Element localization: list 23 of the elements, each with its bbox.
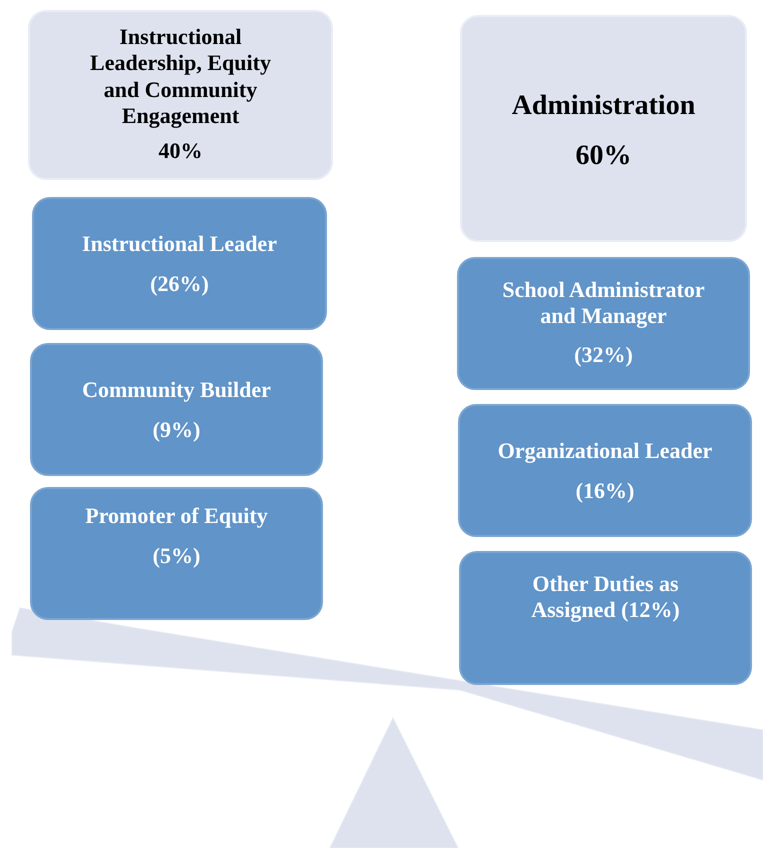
percentage: 60% bbox=[576, 138, 632, 172]
percentage: 40% bbox=[158, 138, 202, 164]
heading-box bbox=[460, 15, 747, 242]
role-box bbox=[32, 197, 327, 330]
role-box bbox=[30, 487, 323, 620]
heading-text: Administration bbox=[512, 89, 696, 123]
percentage: (5%) bbox=[152, 543, 200, 570]
role-name: Instructional Leader bbox=[82, 231, 277, 258]
percentage: (26%) bbox=[150, 271, 209, 298]
role-box bbox=[458, 404, 752, 537]
role-name: Promoter of Equity bbox=[85, 503, 268, 530]
percentage: (16%) bbox=[576, 478, 634, 505]
heading-text: Instructional Leadership, Equity and Community Engagement bbox=[89, 24, 272, 130]
role-name: Organizational Leader bbox=[498, 438, 712, 464]
percentage: (32%) bbox=[574, 342, 633, 368]
role-box bbox=[30, 343, 323, 476]
role-box bbox=[459, 551, 752, 685]
role-name: School Administrator and Manager bbox=[501, 277, 706, 330]
role-box bbox=[457, 257, 750, 390]
heading-box bbox=[28, 10, 333, 180]
percentage: (9%) bbox=[152, 417, 200, 444]
role-name: Other Duties as Assigned (12%) bbox=[530, 571, 681, 624]
role-name: Community Builder bbox=[82, 377, 271, 404]
